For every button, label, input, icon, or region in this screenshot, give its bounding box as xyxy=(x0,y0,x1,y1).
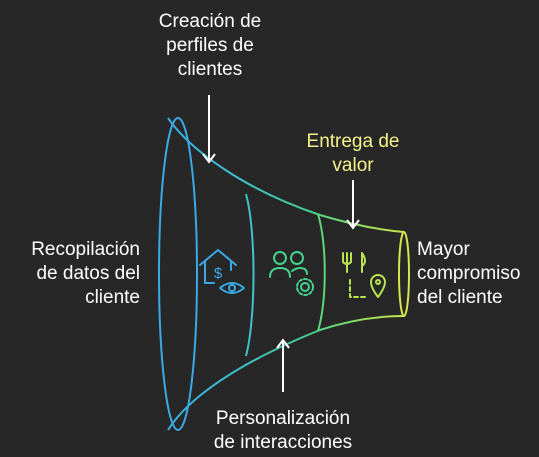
arrow-down-icon xyxy=(202,95,216,164)
house-dollar-eye-icon: $ xyxy=(199,249,245,294)
stage-divider-1 xyxy=(245,193,255,357)
label-creacion-de-perfiles: Creación de perfiles de clientes xyxy=(158,11,262,80)
arrow-down-icon xyxy=(346,180,360,230)
funnel-mouth-ellipse xyxy=(158,117,198,431)
fork-knife-location-icon xyxy=(342,252,386,298)
funnel-end-ellipse xyxy=(398,231,410,317)
label-entrega-de-valor: Entrega de valor xyxy=(306,131,400,176)
funnel-bottom-edge xyxy=(167,315,405,431)
label-mayor-compromiso: Mayor compromiso del cliente xyxy=(417,239,521,308)
users-gear-icon xyxy=(269,251,314,296)
arrow-up-icon xyxy=(276,338,290,392)
label-recopilacion-de-datos: Recopilación de datos del cliente xyxy=(31,239,140,308)
label-personalizacion: Personalización de interacciones xyxy=(213,408,353,453)
funnel-top-edge xyxy=(167,117,405,233)
stage-divider-2 xyxy=(317,213,326,332)
svg-text:$: $ xyxy=(214,265,223,282)
